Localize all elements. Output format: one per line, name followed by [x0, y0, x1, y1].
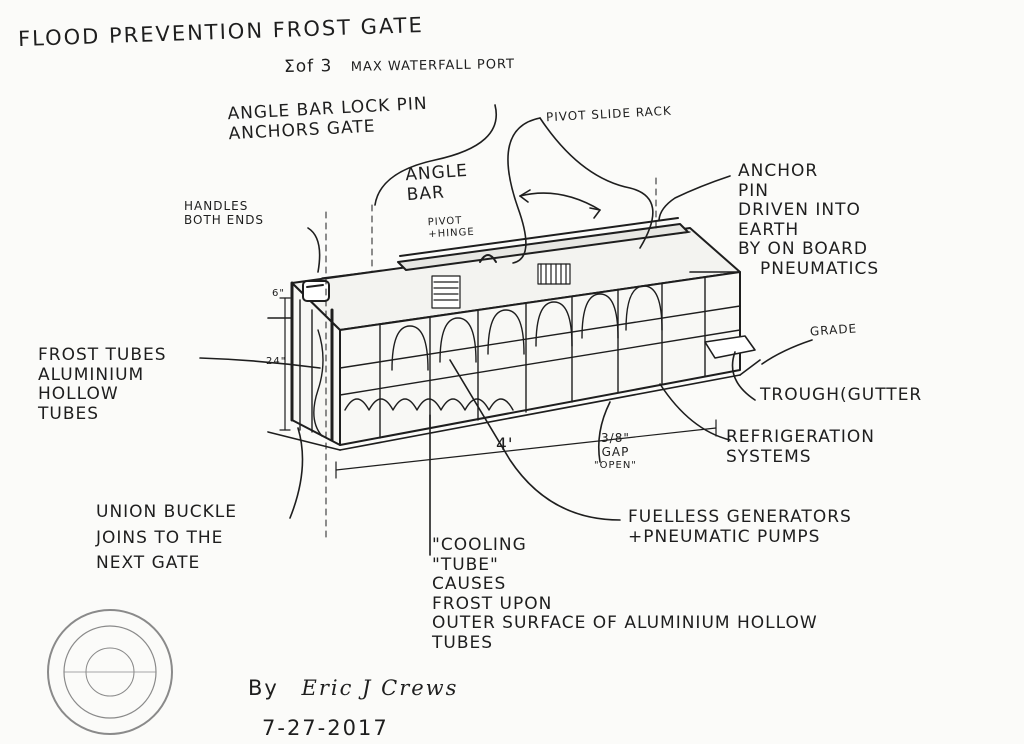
notary-stamp [47, 609, 173, 735]
label-line: PIN [738, 180, 769, 201]
label-cooling-tube: "COOLING "TUBE" CAUSES FROST UPON OUTER … [432, 535, 818, 653]
leader-handles [307, 227, 321, 273]
label-line: 3/8" [601, 431, 630, 445]
label-line: +PNEUMATIC PUMPS [628, 526, 821, 547]
label-line: "OPEN" [594, 459, 637, 471]
label-gap: 3/8" GAP "OPEN" [594, 431, 637, 471]
reference-dashes [325, 177, 657, 541]
label-line: +HINGE [428, 226, 475, 240]
leader-slide-rack [507, 117, 541, 264]
label-line: BOTH ENDS [184, 212, 265, 227]
grade-lines [267, 271, 761, 451]
leader-gap [597, 401, 611, 463]
label-line: UNION BUCKLE [96, 502, 238, 522]
label-line: PNEUMATICS [760, 258, 880, 279]
label-angle-bar: ANGLE BAR [405, 161, 470, 205]
label-line: CAUSES [432, 574, 507, 595]
label-line: OUTER SURFACE OF ALUMINIUM HOLLOW [432, 613, 818, 634]
leader-refrigeration [659, 383, 731, 441]
leader-trough [731, 351, 756, 401]
label-fuelless: FUELLESS GENERATORS +PNEUMATIC PUMPS [628, 507, 852, 547]
signature-prefix: By [248, 676, 279, 700]
top-vent-left [431, 275, 461, 309]
dimension-height: 24" [266, 356, 287, 367]
label-line: GAP [601, 444, 630, 459]
angle-bar [397, 217, 689, 271]
leader-lock-pin [374, 104, 497, 206]
frost-tubes [339, 277, 741, 439]
leader-arrow-arc [519, 192, 601, 211]
label-line: ALUMINIUM [38, 364, 145, 385]
label-line: DRIVEN INTO [738, 200, 861, 221]
label-line: EARTH [738, 219, 800, 240]
pivot-hinge-mark [479, 254, 497, 263]
label-line: JOINS TO THE [96, 527, 224, 548]
signature-date: 7-27-2017 [262, 716, 389, 740]
label-union-buckle: UNION BUCKLE JOINS TO THE NEXT GATE [96, 500, 237, 577]
label-line: HOLLOW [38, 384, 119, 405]
label-line: BY ON BOARD [738, 239, 868, 260]
handle-left-end [302, 280, 330, 302]
label-line: FROST TUBES [38, 345, 167, 365]
signature-name: Eric J Crews [301, 676, 459, 700]
label-handles: HANDLES BOTH ENDS [184, 199, 265, 228]
label-trough: TROUGH(GUTTER [760, 385, 923, 405]
leader-lines [199, 104, 813, 556]
label-line: NEXT GATE [96, 553, 201, 573]
label-line: FUELLESS GENERATORS [628, 507, 852, 527]
label-line: SYSTEMS [726, 446, 812, 467]
label-frost-tubes: FROST TUBES ALUMINIUM HOLLOW TUBES [38, 345, 167, 424]
label-line: FROST UPON [432, 593, 553, 614]
leader-anchor-pin [658, 175, 731, 221]
label-anchor-pin: ANCHOR PIN DRIVEN INTO EARTH BY ON BOARD… [738, 161, 880, 279]
leader-grade [761, 339, 813, 365]
label-line: "COOLING [432, 535, 527, 555]
leader-pivot-slide [539, 117, 654, 249]
label-line: ANCHOR [738, 161, 819, 181]
trough-gutter [704, 335, 756, 359]
label-line: TUBES [432, 632, 494, 653]
label-line: TUBES [38, 403, 100, 424]
label-refrigeration: REFRIGERATION SYSTEMS [726, 427, 875, 467]
top-vent-right [537, 263, 571, 285]
leader-frost-tubes [199, 357, 321, 369]
drawing-subtitle: Σof 3 MAX WATERFALL PORT [284, 54, 515, 78]
label-line: REFRIGERATION [726, 427, 875, 447]
subtitle-rest: MAX WATERFALL PORT [350, 56, 516, 75]
label-pivot-hinge: PIVOT +HINGE [427, 215, 475, 240]
label-line: HANDLES [184, 199, 249, 213]
end-panel [299, 299, 334, 442]
dimension-width: 4' [496, 435, 514, 455]
label-line: "TUBE" [432, 554, 499, 575]
leader-fuelless [449, 359, 621, 521]
leader-union-buckle [289, 427, 304, 519]
signature: By Eric J Crews [248, 676, 458, 700]
dimension-top: 6" [272, 288, 285, 299]
subtitle-prefix: Σof 3 [283, 56, 333, 78]
